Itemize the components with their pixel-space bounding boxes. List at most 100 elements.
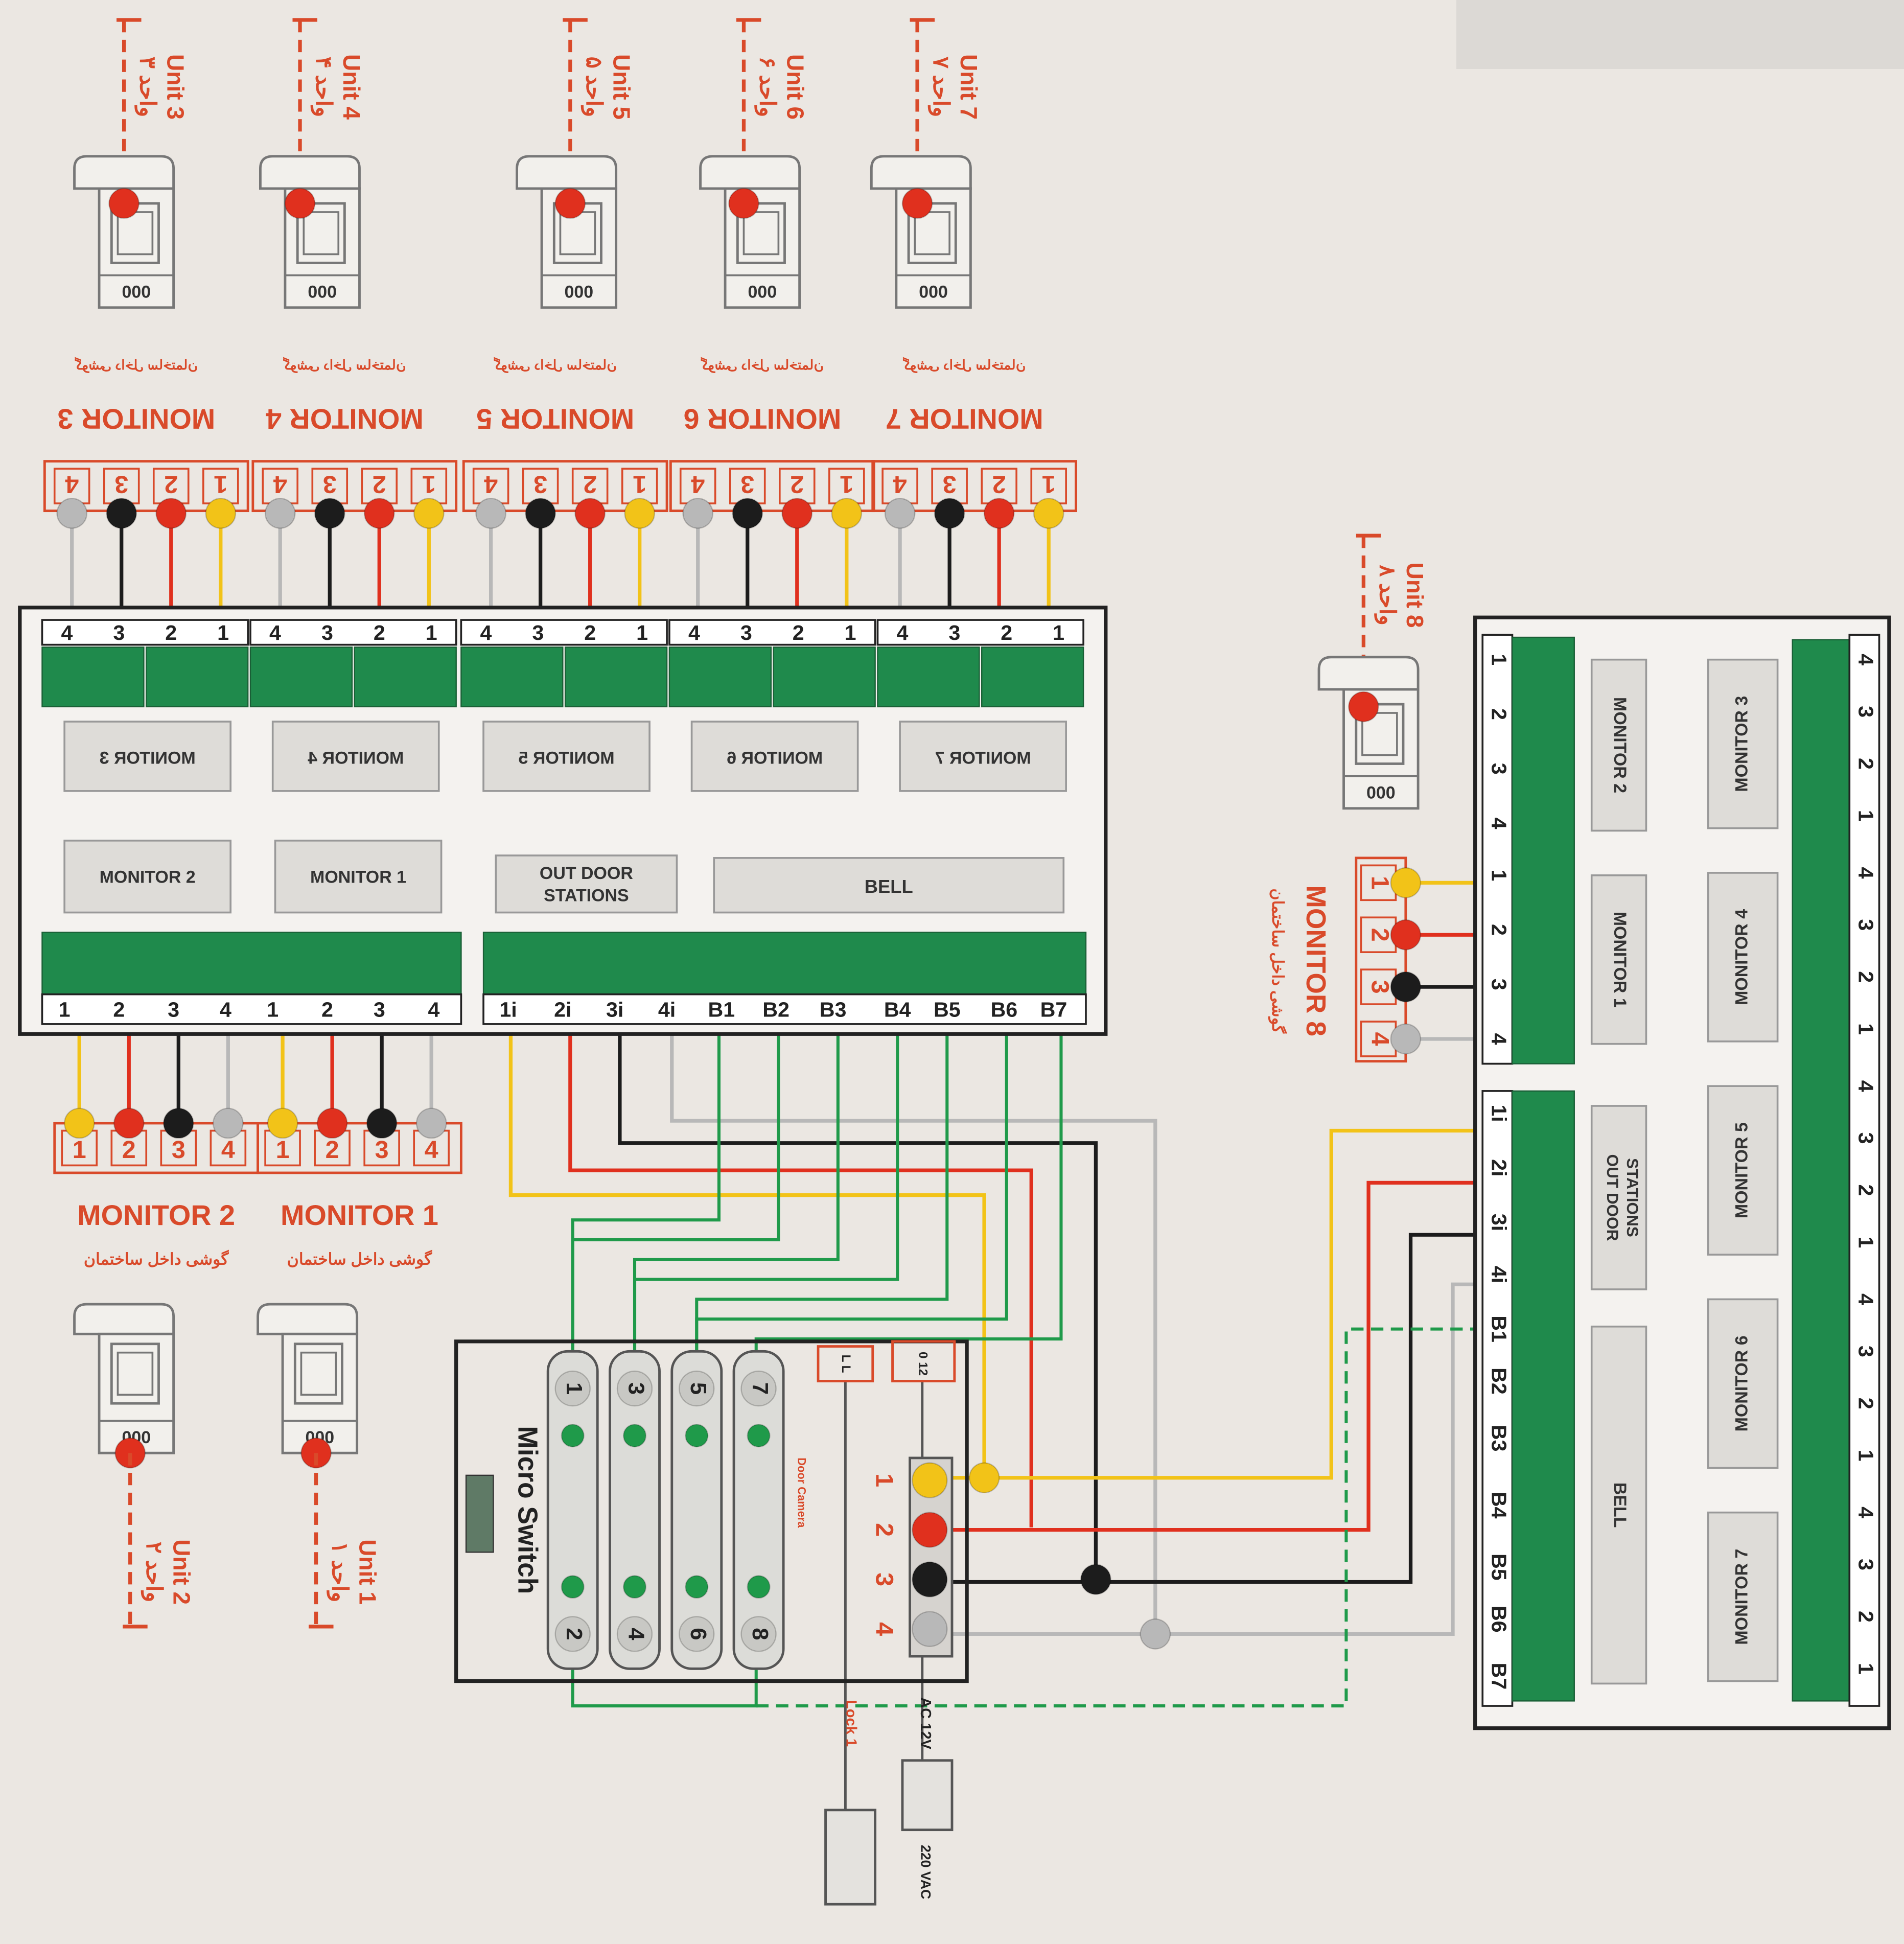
right-left-green-bottom xyxy=(1512,1090,1575,1702)
monitor-fa-top-6: گوشی داخل ساختمان xyxy=(701,357,824,374)
connector-monitor8 xyxy=(1355,857,1407,1063)
micro-switch-label: Micro Switch xyxy=(512,1426,542,1594)
wire-dot-bottom xyxy=(267,1107,298,1139)
handset-screen-inner xyxy=(1361,712,1398,756)
connector-pin-2: 2 xyxy=(326,1136,339,1164)
button-led xyxy=(561,1424,585,1448)
right-monitor-label-6: MONITOR 6 xyxy=(1732,1335,1752,1431)
camera-terminal-number-1: 1 xyxy=(870,1473,898,1487)
camera-terminal-screw xyxy=(912,1611,948,1647)
right-outer-terminal-2: 2 xyxy=(1854,1184,1877,1196)
outdoor-wire-2i xyxy=(568,1024,1033,1528)
connector-pin-1: 1 xyxy=(276,1136,290,1164)
wire-dot-bottom xyxy=(162,1107,194,1139)
terminal-block xyxy=(354,646,457,708)
connector-pin-1: 1 xyxy=(1042,471,1056,498)
right-terminal-3i: 3i xyxy=(1487,1214,1511,1231)
connector-pin-2: 2 xyxy=(992,471,1006,498)
right-terminal-4: 4 xyxy=(1487,817,1511,829)
handset-screen xyxy=(296,202,346,264)
bell-wire-2 xyxy=(571,1024,780,1359)
wire-dot-top xyxy=(831,498,863,529)
monitor-label-bottom-1: MONITOR 1 xyxy=(281,1199,438,1231)
handset-top-5: 000 xyxy=(516,155,618,309)
right-terminal-B6: B6 xyxy=(1487,1606,1511,1633)
board-monitor2-label: MONITOR 2 xyxy=(100,867,196,887)
wire-dot-top xyxy=(574,498,606,529)
top-terminal-strip xyxy=(876,619,1084,646)
bottom-terminal-1i: 1i xyxy=(499,998,517,1021)
unit-label-top-7: Unit 7 xyxy=(956,54,982,120)
wire-dot-bottom xyxy=(415,1107,447,1139)
connector-pin-3: 3 xyxy=(533,471,547,498)
right-terminal-B4: B4 xyxy=(1487,1492,1511,1519)
connector-bottom xyxy=(257,1122,462,1174)
right-right-strip xyxy=(1848,634,1880,1707)
connector-pin-1: 1 xyxy=(633,471,646,498)
m8-pin-4: 4 xyxy=(1366,1032,1394,1046)
top-terminal-number-4: 4 xyxy=(688,621,700,644)
connector-pin-1: 1 xyxy=(422,471,436,498)
handset-cradle xyxy=(870,155,972,190)
handset-top-6: 000 xyxy=(699,155,801,309)
top-terminal-number-2: 2 xyxy=(584,621,596,644)
right-monitor-box xyxy=(1707,658,1779,829)
handset-keys: 000 xyxy=(748,282,777,302)
vac-label: 220 VAC xyxy=(918,1845,934,1899)
handset-screen-inner xyxy=(117,1351,154,1396)
button-number-8: 8 xyxy=(748,1628,773,1640)
wire-dot-top xyxy=(155,498,187,529)
right-label-3: BELL xyxy=(1610,1483,1630,1528)
button-number-4: 4 xyxy=(623,1628,648,1640)
right-outer-terminal-1: 1 xyxy=(1854,1450,1877,1462)
top-terminal-number-4: 4 xyxy=(897,621,909,644)
handset-bottom-2: 000 xyxy=(73,1303,175,1454)
button-number-6: 6 xyxy=(686,1628,711,1640)
handset-screen xyxy=(110,1343,160,1405)
bottom-terminal-3: 3 xyxy=(168,998,179,1021)
bottom-terminal-strip-left xyxy=(41,993,462,1025)
button-led xyxy=(561,1575,585,1599)
right-outer-terminal-4: 4 xyxy=(1854,1507,1877,1518)
wire-dot-top xyxy=(363,498,395,529)
right-outer-terminal-3: 3 xyxy=(1854,1346,1877,1357)
right-outer-terminal-4: 4 xyxy=(1854,1293,1877,1305)
handset-monitor8: 000 xyxy=(1317,656,1420,810)
connector-pin-2: 2 xyxy=(164,471,178,498)
bell-wire-3 xyxy=(633,1024,840,1359)
wire-dot-top xyxy=(525,498,556,529)
wire-dot-top xyxy=(1033,498,1064,529)
wire-dot-top xyxy=(732,498,763,529)
unit-label-bottom-1: Unit 1 xyxy=(354,1539,381,1605)
top-terminal-number-1: 1 xyxy=(636,621,648,644)
outdoor-wire-1i xyxy=(508,1024,986,1478)
bottom-terminal-4: 4 xyxy=(220,998,231,1021)
handset-cradle xyxy=(516,155,618,190)
bottom-terminal-B3: B3 xyxy=(820,998,847,1021)
bottom-terminal-4i: 4i xyxy=(658,998,676,1021)
right-outer-terminal-1: 1 xyxy=(1854,810,1877,822)
wire-dot-top xyxy=(682,498,714,529)
top-terminal-number-1: 1 xyxy=(217,621,229,644)
terminal-block xyxy=(146,646,249,708)
button-number-7: 7 xyxy=(748,1382,773,1395)
camera-terminal-number-2: 2 xyxy=(870,1523,898,1537)
micro-switch-block xyxy=(465,1474,494,1553)
top-terminal-number-3: 3 xyxy=(113,621,125,644)
wire-dot-bottom xyxy=(213,1107,244,1139)
top-terminal-number-2: 2 xyxy=(793,621,804,644)
top-terminal-number-3: 3 xyxy=(532,621,544,644)
monitor-fa-bottom-1: گوشی داخل ساختمان xyxy=(287,1249,433,1269)
m8-pin-3: 3 xyxy=(1366,980,1394,994)
button-cap xyxy=(554,1370,591,1407)
handset-cradle xyxy=(259,155,361,190)
top-terminal-number-4: 4 xyxy=(61,621,73,644)
monitor-fa-bottom-2: گوشی داخل ساختمان xyxy=(84,1249,229,1269)
outdoor-wire-4i xyxy=(670,1024,1157,1632)
power-terminal xyxy=(891,1340,956,1382)
right-terminal-B3: B3 xyxy=(1487,1425,1511,1452)
lock-terminal xyxy=(817,1345,874,1382)
handset-cradle xyxy=(699,155,801,190)
top-terminal-number-4: 4 xyxy=(480,621,492,644)
wire-dot-m8 xyxy=(1390,971,1422,1003)
